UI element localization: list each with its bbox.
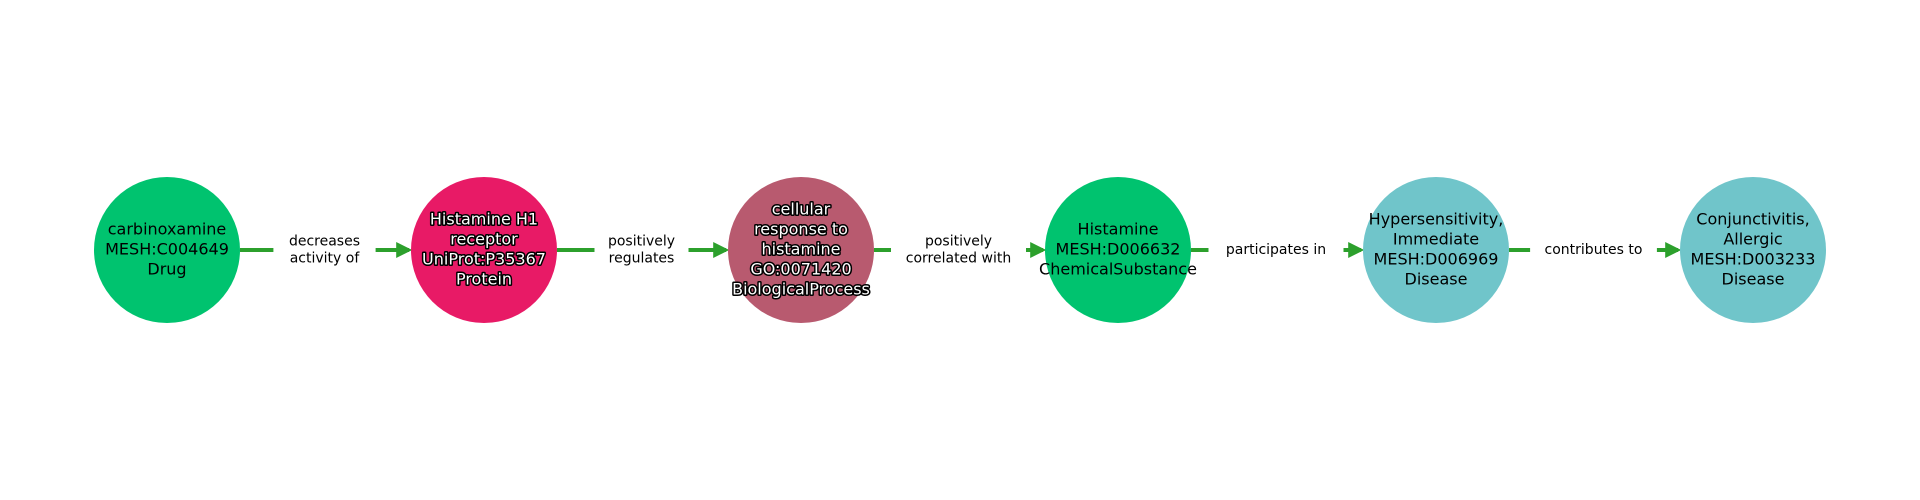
node-label: response to bbox=[754, 220, 848, 239]
node-label: Immediate bbox=[1393, 230, 1479, 249]
node-circle[interactable] bbox=[411, 177, 557, 323]
node-label: MESH:D003233 bbox=[1691, 250, 1816, 269]
node-label: BiologicalProcess bbox=[732, 280, 870, 299]
node-circle[interactable] bbox=[1680, 177, 1826, 323]
node-label: carbinoxamine bbox=[108, 220, 227, 239]
node-label: cellular bbox=[772, 200, 831, 219]
node-label: MESH:D006969 bbox=[1374, 250, 1499, 269]
node-circle[interactable] bbox=[1045, 177, 1191, 323]
edge-label: positively bbox=[608, 234, 675, 250]
edge-label: correlated with bbox=[906, 251, 1011, 267]
node[interactable]: Hypersensitivity,ImmediateMESH:D006969Di… bbox=[1363, 177, 1509, 323]
edge-label: activity of bbox=[290, 251, 361, 267]
node[interactable]: Conjunctivitis,AllergicMESH:D003233Disea… bbox=[1680, 177, 1826, 323]
node-label: Histamine bbox=[1078, 220, 1159, 239]
edge-label-bg bbox=[1208, 239, 1344, 261]
edge-label-bg bbox=[594, 231, 689, 269]
node-label: MESH:C004649 bbox=[105, 240, 229, 259]
node-label: Histamine H1 bbox=[430, 210, 538, 229]
node-circle[interactable] bbox=[1363, 177, 1509, 323]
node-label: Hypersensitivity, bbox=[1369, 210, 1504, 229]
node-label: GO:0071420 bbox=[750, 260, 851, 279]
node-label: histamine bbox=[761, 240, 840, 259]
edge-label: contributes to bbox=[1545, 242, 1643, 258]
node-label: MESH:D006632 bbox=[1056, 240, 1181, 259]
node-label: Drug bbox=[147, 260, 186, 279]
node-label: Allergic bbox=[1723, 230, 1782, 249]
node-circle[interactable] bbox=[728, 177, 874, 323]
edge-label: decreases bbox=[289, 234, 360, 250]
edge: participates in bbox=[1191, 239, 1365, 261]
edge-label: participates in bbox=[1226, 242, 1326, 258]
edge-label: positively bbox=[925, 234, 992, 250]
edge: contributes to bbox=[1509, 239, 1682, 261]
node-circle[interactable] bbox=[94, 177, 240, 323]
node-label: Disease bbox=[1722, 270, 1785, 289]
node-label: ChemicalSubstance bbox=[1039, 260, 1197, 279]
edge-label: regulates bbox=[609, 251, 675, 267]
edge-label-bg bbox=[891, 231, 1026, 269]
edge-label-bg bbox=[273, 231, 376, 269]
node[interactable]: Histamine H1receptorUniProt:P35367Protei… bbox=[411, 177, 557, 323]
node-label: Protein bbox=[456, 270, 512, 289]
node-label: receptor bbox=[450, 230, 518, 249]
node-label: Conjunctivitis, bbox=[1696, 210, 1809, 229]
node-label: Disease bbox=[1405, 270, 1468, 289]
node-label: UniProt:P35367 bbox=[422, 250, 546, 269]
edge-label-bg bbox=[1530, 239, 1657, 261]
